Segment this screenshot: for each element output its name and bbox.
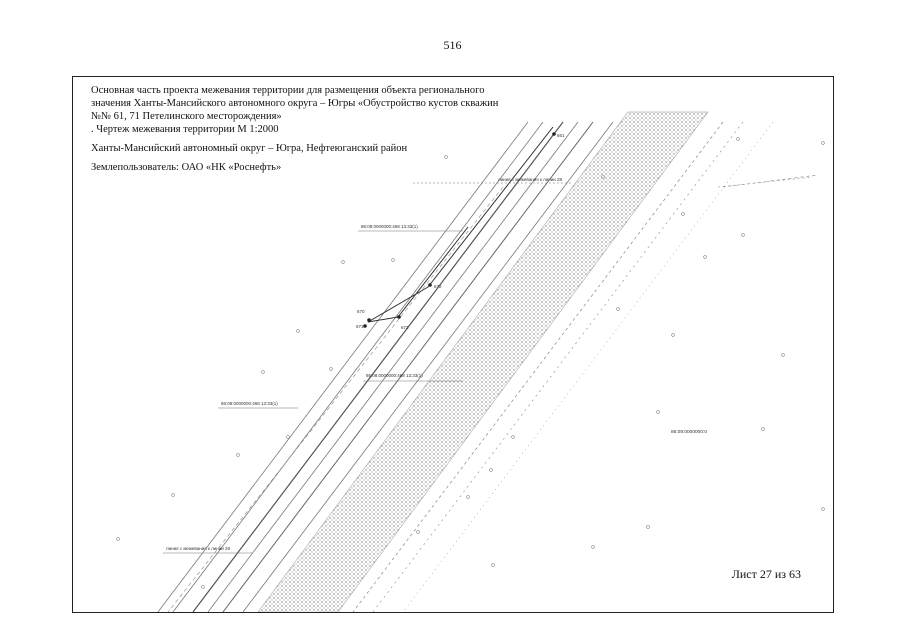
survey-point-673 bbox=[397, 315, 401, 319]
corridor-line-7 bbox=[352, 121, 724, 612]
terrain-markers bbox=[116, 137, 825, 589]
survey-point-671 bbox=[363, 324, 367, 328]
survey-point-661 bbox=[552, 132, 556, 136]
land-user-line: Землепользователь: ОАО «НК «Роснефть» bbox=[91, 162, 282, 173]
corridor-line-5 bbox=[222, 121, 594, 612]
corridor-line-1 bbox=[157, 121, 529, 612]
sheet-counter: Лист 27 из 63 bbox=[731, 567, 801, 581]
parcel-boundary bbox=[367, 126, 554, 323]
label-upper-road: линия с межевания к линии 28 bbox=[498, 177, 563, 182]
upper-right-track bbox=[722, 174, 819, 188]
label-parcel-upper: 86:08:0000000:468 13:33(1) bbox=[361, 224, 418, 229]
title-line-3: №№ 61, 71 Петелинского месторождения» bbox=[91, 111, 282, 122]
label-point-673: 673 bbox=[401, 325, 409, 330]
hatched-corridor-core bbox=[288, 137, 678, 612]
label-point-670: 670 bbox=[357, 309, 365, 314]
page-number: 516 bbox=[443, 38, 462, 52]
leader-upper-right bbox=[717, 176, 814, 188]
label-point-671: 671 bbox=[356, 324, 364, 329]
corridor-line-8 bbox=[372, 121, 744, 612]
label-parcel-left: 86:08:0000000:468 13:33(1) bbox=[221, 401, 278, 406]
label-parcel-right: 86:08:0000000:0 bbox=[671, 429, 707, 435]
survey-point-670 bbox=[367, 318, 371, 322]
label-point-661: 661 bbox=[557, 133, 565, 138]
label-parcel-middle: 86:08:0000000:468 13:33(1) bbox=[366, 373, 423, 378]
survey-point-672 bbox=[428, 283, 432, 287]
corridor-line-4 bbox=[207, 121, 579, 612]
label-point-672: 672 bbox=[434, 284, 442, 289]
title-line-2: значения Ханты-Мансийского автономного о… bbox=[91, 98, 499, 109]
title-block: Основная часть проекта межевания террито… bbox=[91, 84, 561, 174]
corridor-line-3 bbox=[192, 121, 564, 612]
corridor-line-10 bbox=[167, 186, 504, 612]
cadastral-map: линия с межевания к линии 28 86:08:00000… bbox=[116, 111, 825, 612]
title-line-1: Основная часть проекта межевания террито… bbox=[91, 85, 485, 96]
region-line: Ханты-Мансийский автономный округ – Югра… bbox=[91, 143, 408, 154]
label-lower-road: линия с межевания к линии 28 bbox=[166, 546, 231, 551]
drawing-sheet: линия с межевания к линии 28 86:08:00000… bbox=[72, 76, 834, 613]
title-line-4: . Чертеж межевания территории М 1:2000 bbox=[91, 124, 279, 135]
corridor-line-6 bbox=[242, 121, 614, 612]
corridor-line-2 bbox=[172, 121, 544, 612]
